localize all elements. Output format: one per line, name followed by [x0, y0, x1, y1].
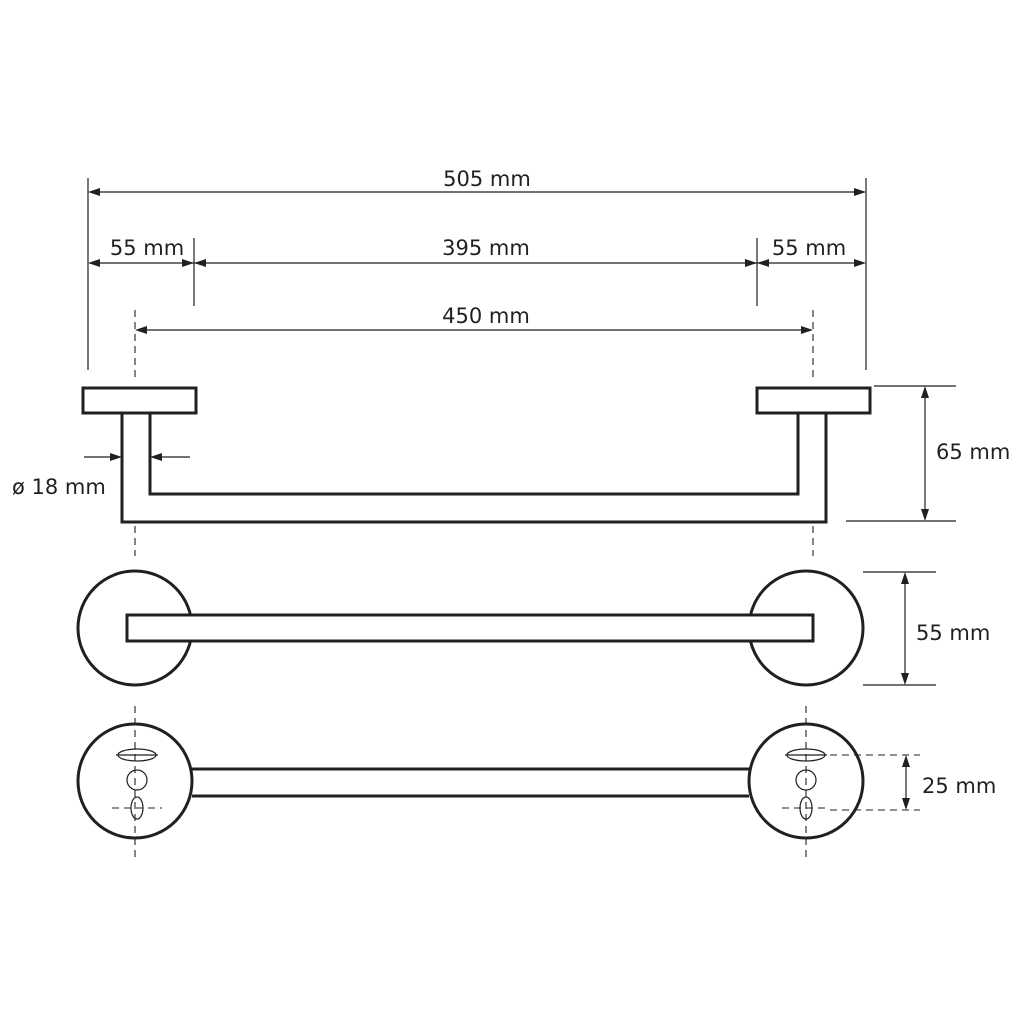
projection-depth-label: 65 mm: [936, 440, 1010, 464]
towel-bar-tube-back: [192, 767, 749, 798]
hole-spacing-label: 25 mm: [922, 774, 996, 798]
plate-span-dimensions: 55 mm 395 mm 55 mm: [88, 236, 866, 306]
right-wall-plate: [755, 386, 872, 415]
left-back-plate: [76, 722, 194, 840]
hole-spacing-dimension: 25 mm: [830, 754, 996, 811]
left-mounting-holes: [112, 748, 162, 820]
right-mounting-holes: [782, 748, 830, 820]
top-view: [81, 386, 872, 524]
plate-diameter-dimension: 55 mm: [863, 571, 990, 686]
left-wall-plate: [81, 386, 198, 415]
right-back-plate: [747, 722, 865, 840]
projection-depth-dimension: 65 mm: [846, 385, 1010, 522]
overall-width-label: 505 mm: [443, 167, 531, 191]
inner-span-label: 395 mm: [442, 236, 530, 260]
center-lines: [134, 310, 814, 860]
left-plate-width-label: 55 mm: [110, 236, 184, 260]
right-plate-width-label: 55 mm: [772, 236, 846, 260]
towel-bar-tube-top: [120, 413, 828, 524]
tube-diameter-label: ø 18 mm: [12, 475, 106, 499]
center-distance-dimension: 450 mm: [135, 304, 813, 334]
overall-width-dimension: 505 mm: [87, 167, 867, 370]
center-distance-label: 450 mm: [442, 304, 530, 328]
front-view: [76, 569, 865, 687]
back-view: [76, 722, 865, 840]
tube-diameter-dimension: ø 18 mm: [12, 453, 190, 499]
towel-bar-tube-front: [125, 613, 815, 643]
plate-diameter-label: 55 mm: [916, 621, 990, 645]
